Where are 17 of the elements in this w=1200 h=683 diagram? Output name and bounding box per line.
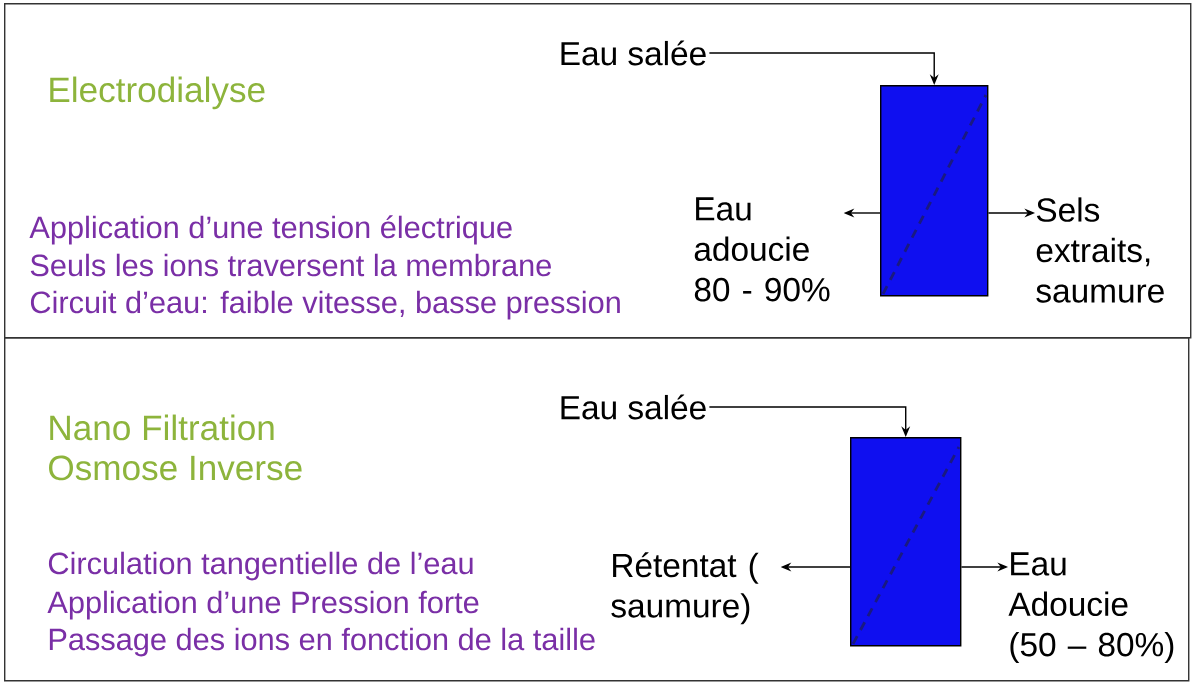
flow-label: Eau salée	[561, 40, 706, 66]
description-text: Circulation tangentielle de l’eau	[48, 551, 473, 581]
flow-label: Eau Adoucie (50 – 80%)	[1008, 552, 1174, 664]
description-text: Circuit d’eau: faible vitesse, basse pression	[30, 290, 620, 320]
description-text: Passage des ions en fonction de la taille	[49, 627, 595, 657]
heading: Electrodialyse	[50, 76, 265, 110]
flow-label: Sels extraits, saumure	[1036, 197, 1164, 303]
heading: Osmose Inverse	[49, 455, 302, 481]
membrane-module	[880, 85, 989, 297]
heading: Nano Filtration	[50, 414, 274, 441]
flow-label: Rétentat ( saumure)	[611, 552, 759, 625]
flow-label: Eau salée	[561, 394, 706, 420]
description-text: Seuls les ions traversent la membrane	[30, 253, 551, 277]
description-text: Application d’une tension électrique	[29, 215, 512, 245]
description-text: Application d’une Pression forte	[47, 590, 479, 620]
flow-label: Eau adoucie 80 - 90%	[694, 197, 830, 302]
membrane-module	[850, 437, 962, 647]
